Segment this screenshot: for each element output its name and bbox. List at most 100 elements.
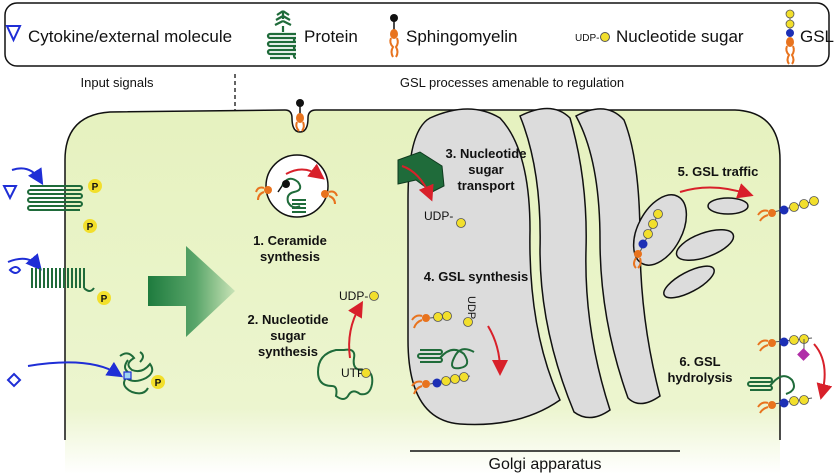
step1-label-line1: 1. Ceramide [253,233,327,248]
svg-text:P: P [87,222,94,233]
udp-label-step2: UDP- [339,289,368,303]
gsl-processes-header: GSL processes amenable to regulation [400,75,624,90]
golgi-vesicle [675,229,735,261]
golgi-cisterna-1 [407,108,561,426]
nucleotide-sugar-icon [456,218,466,228]
glucose-icon [433,312,443,322]
galactose-icon [442,311,452,321]
ceramide-arrow [285,163,325,180]
sphingomyelin-icon [296,99,304,107]
golgi-apparatus: Golgi apparatus [407,107,749,473]
step6-label-line1: 6. GSL [679,354,720,369]
traffic-arrow [679,183,754,199]
input-signal-2: P [7,253,111,305]
step3-label-line1: 3. Nucleotide [446,146,527,161]
receptor-protein-icon [27,185,83,211]
galactose-icon [789,202,799,212]
input-signal-1: P P [2,167,102,233]
nucleotide-sugar-synthesis-group: 2. Nucleotide sugar synthesis UTP UDP- [248,289,379,400]
glucose-icon [432,378,442,388]
legend-sphingomyelin-label: Sphingomyelin [406,27,518,46]
nucleotide-sugar-icon [600,32,610,42]
hydrolase-enzyme [747,375,795,395]
glucose-icon [779,205,789,215]
svg-text:P: P [101,294,108,305]
golgi-label: Golgi apparatus [489,456,602,473]
nucleotide-sugar-icon [369,291,379,301]
golgi-cisterna-3 [574,108,661,405]
step2-label-line2: sugar [270,328,305,343]
gsl-traffic-group: 5. GSL traffic [633,164,819,269]
svg-text:P: P [155,378,162,389]
gsl-icon [785,9,795,65]
golgi-vesicle [632,194,688,266]
galactose-icon [648,219,658,229]
galactose-icon [643,229,653,239]
phosphate-icon [88,179,102,193]
galactose-icon [809,196,819,206]
nucleotide-sugar-icon [463,317,473,327]
cytokine-icon [6,372,22,388]
utp-label: UTP [341,366,365,380]
cytokine-icon [8,266,22,274]
gsl-synthesis-group: 4. GSL synthesis UDP- [411,269,529,395]
transport-arrow [401,165,434,202]
step4-label: 4. GSL synthesis [424,269,529,284]
galactose-icon [799,395,809,405]
legend-box: Cytokine/external molecule Protein Sphin… [4,2,834,67]
input-signal-3: P [6,351,165,395]
phosphate-icon [97,291,111,305]
step3-label-line3: transport [457,178,515,193]
intracellular-protein-icon [119,351,154,395]
phosphate-icon [151,375,165,389]
galactose-icon [789,335,799,345]
phosphate-icon [83,219,97,233]
galactose-icon [789,396,799,406]
protein-icon [266,10,297,60]
step5-label: 5. GSL traffic [678,164,759,179]
gsl-hydrolysis-group: 6. GSL hydrolysis [667,334,833,414]
nucleotide-sugar-icon [361,368,371,378]
galactose-icon [653,209,663,219]
step2-label-line3: synthesis [258,344,318,359]
cytokine-icon [2,185,18,201]
sphingomyelin-icon [389,14,399,58]
legend-nucleotide-sugar-label: Nucleotide sugar [616,27,744,46]
galactose-icon [441,376,451,386]
cytokine-icon [5,25,22,43]
ceramide-synthesis-group: 1. Ceramide synthesis [253,99,338,264]
synthesis-arrow [487,325,508,376]
legend-cytokine-label: Cytokine/external molecule [28,27,232,46]
galactose-icon [450,374,460,384]
glycosyltransferase-enzyme [417,348,475,370]
hydrolysis-arrow [813,343,833,400]
big-flow-arrow [148,246,235,337]
udp-label-step4: UDP- [465,296,477,323]
legend-protein-label: Protein [304,27,358,46]
transporter-protein-icon [397,151,445,193]
golgi-vesicle [663,265,715,299]
bound-ligand-icon [123,371,132,380]
legend-udp-label: UDP- [575,33,599,44]
cell-membrane [64,109,781,440]
golgi-vesicle [707,197,749,215]
galactose-icon [799,199,809,209]
nucleotide-sugar-transport-group: 3. Nucleotide sugar transport UDP- [397,146,527,228]
glucose-icon [779,398,789,408]
glucose-icon [638,239,648,249]
synthesis-arrow [348,300,364,359]
ceramidase-enzyme [281,177,302,209]
step2-label-line1: 2. Nucleotide [248,312,329,327]
galactose-icon [459,372,469,382]
step6-label-line2: hydrolysis [667,370,732,385]
step1-label-line2: synthesis [260,249,320,264]
sialic-acid-icon [797,348,810,361]
receptor-protein-icon [31,268,95,292]
udp-label-step3: UDP- [424,209,453,223]
svg-text:P: P [92,182,99,193]
udp-glucose-pyrophosphorylase-enzyme [316,348,374,400]
step3-label-line2: sugar [468,162,503,177]
legend-gsl-label: GSL [800,27,834,46]
glucose-icon [779,337,789,347]
